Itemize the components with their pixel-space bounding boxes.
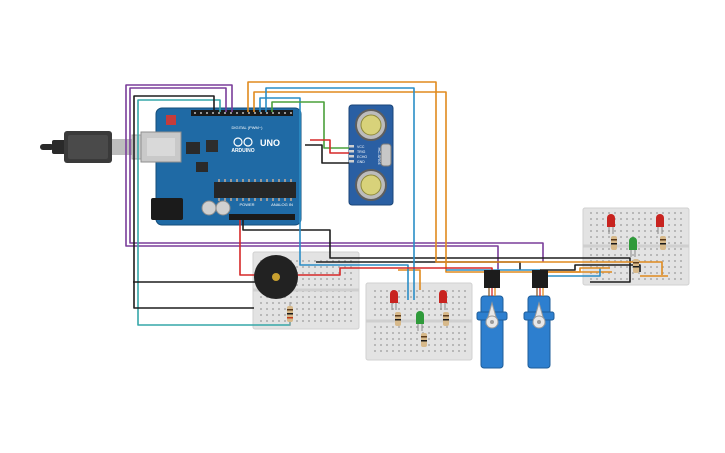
usb-cable [40,131,159,163]
resistor-led-6[interactable] [660,236,666,250]
wire-blue-2[interactable] [259,97,409,300]
wire-red-2[interactable] [310,139,349,154]
servo-motor-1[interactable] [476,270,508,369]
pin-label-trig: TRIG [357,150,366,154]
ultrasonic-sensor[interactable]: VCC TRIG ECHO GND HC-SR04 [348,104,394,206]
resistor-led-3[interactable] [443,312,449,326]
led-red-1[interactable] [390,290,398,310]
resistor-led-2[interactable] [421,333,427,347]
wires [125,81,668,326]
sensor-model-label: HC-SR04 [377,147,382,165]
arduino-logo-icon [233,137,253,147]
analog-header-label: ANALOG IN [271,202,293,207]
wire-black-2[interactable] [242,220,631,283]
arduino-brand-label: ARDUINO [231,148,254,154]
wire-orange-2[interactable] [253,91,612,273]
led-green-2[interactable] [629,237,637,257]
wire-orange-3[interactable] [398,269,421,290]
arduino-model-label: UNO [260,138,280,148]
led-red-3[interactable] [607,214,615,234]
wire-black-6[interactable] [540,264,641,272]
led-red-2[interactable] [439,290,447,310]
pin-label-vcc: VCC [357,145,365,149]
resistor-led-5[interactable] [633,259,639,273]
wire-purple[interactable] [129,87,544,262]
wire-purple-2[interactable] [125,84,499,270]
power-header-label: POWER [239,202,254,207]
resistor-led-4[interactable] [611,236,617,250]
wire-orange[interactable] [247,81,663,275]
led-red-4[interactable] [656,214,664,234]
wire-blue[interactable] [265,87,415,300]
pin-label-gnd: GND [357,160,365,164]
wire-black[interactable] [133,95,254,309]
wire-orange-4[interactable] [540,267,610,273]
wire-red[interactable] [239,220,493,278]
led-green-1[interactable] [416,311,424,331]
wire-green[interactable] [271,101,349,149]
resistor-led-1[interactable] [395,312,401,326]
piezo-buzzer[interactable] [254,255,298,299]
digital-header-label: DIGITAL (PWM~) [232,125,264,130]
servo-leads [488,288,544,296]
pin-label-echo: ECHO [357,155,367,159]
servo-motor-2[interactable] [523,270,555,369]
arduino-uno-board[interactable]: DIGITAL (PWM~) ARDUINO UNO POWER ANALOG … [140,107,302,226]
resistor-buzzer[interactable] [287,302,293,326]
wire-black-5[interactable] [305,144,349,164]
